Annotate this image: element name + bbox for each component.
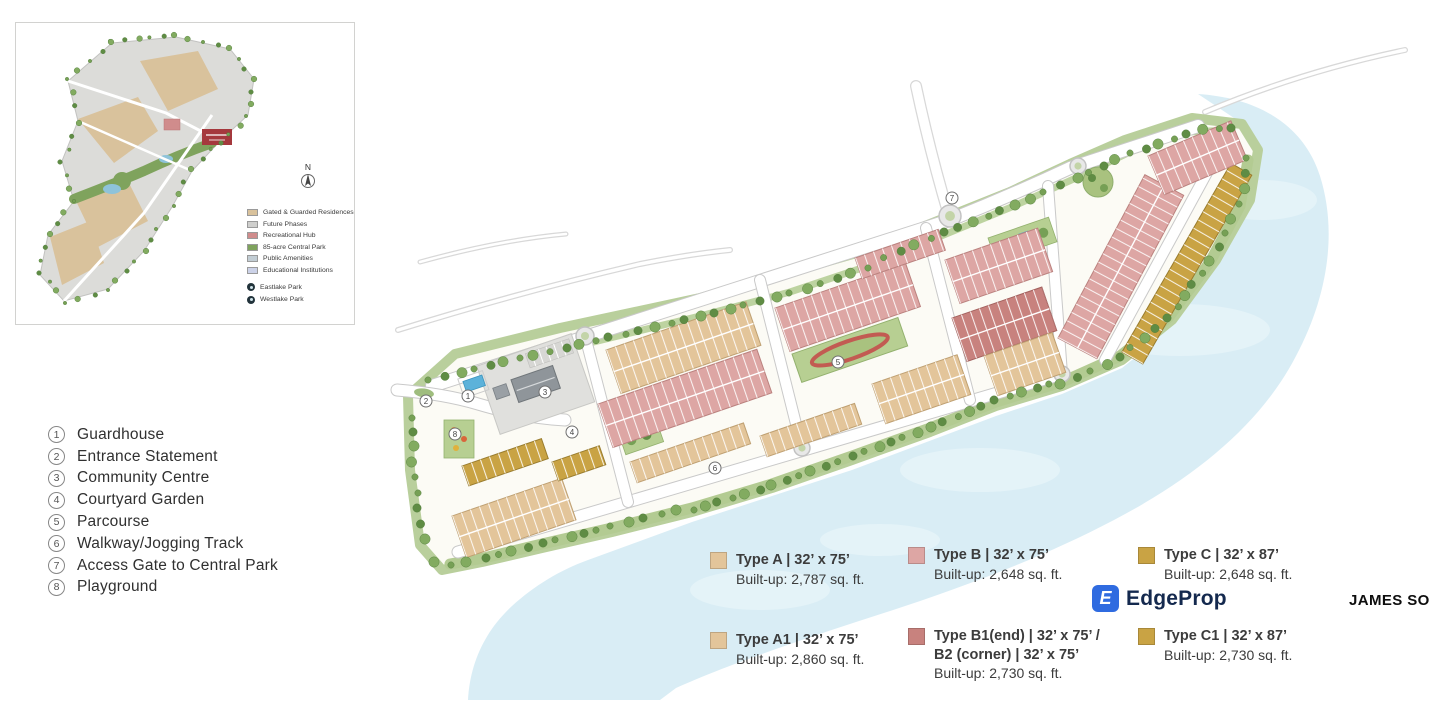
svg-text:6: 6	[713, 464, 718, 473]
type-c-title: Type C | 32’ x 87’	[1164, 547, 1280, 563]
inset-park-item: Westlake Park	[247, 295, 354, 304]
type-a1-swatch	[710, 632, 727, 649]
type-a-title: Type A | 32’ x 75’	[736, 552, 850, 568]
type-c-swatch	[1138, 547, 1155, 564]
inset-legend-label: 85-acre Central Park	[263, 243, 326, 251]
inset-park-label: Westlake Park	[260, 296, 304, 303]
legend-swatch	[247, 255, 258, 262]
legend-item-label: Guardhouse	[77, 425, 165, 443]
legend-item-courtyard-garden: 4 Courtyard Garden	[48, 489, 278, 511]
type-a-swatch	[710, 552, 727, 569]
type-a1-title: Type A1 | 32’ x 75’	[736, 632, 859, 648]
legend-item-parcourse: 5 Parcourse	[48, 511, 278, 533]
inset-legend-item: Educational Institutions	[247, 266, 354, 274]
svg-text:2: 2	[424, 397, 429, 406]
svg-text:4: 4	[570, 428, 575, 437]
legend-item-playground: 8 Playground	[48, 577, 278, 599]
edgeprop-logo-icon: E	[1092, 585, 1119, 612]
unit-type-card-a: Type A | 32’ x 75’ Built-up: 2,787 sq. f…	[710, 551, 864, 588]
inset-legend-label: Educational Institutions	[263, 266, 333, 274]
inset-park-item: Eastlake Park	[247, 283, 354, 291]
legend-item-label: Parcourse	[77, 513, 150, 531]
inset-legend-label: Future Phases	[263, 220, 308, 228]
inset-legend-item: Recreational Hub	[247, 232, 354, 239]
legend-item-entrance-statement: 2 Entrance Statement	[48, 446, 278, 468]
legend-number-badge: 7	[48, 557, 65, 575]
legend-item-guardhouse: 1 Guardhouse	[48, 424, 278, 446]
legend-item-label: Playground	[77, 578, 158, 596]
svg-text:7: 7	[950, 194, 955, 203]
legend-item-community-centre: 3 Community Centre	[48, 468, 278, 490]
inset-legend-label: Recreational Hub	[263, 232, 316, 239]
type-a1-builtup: Built-up: 2,860 sq. ft.	[736, 650, 865, 667]
legend-item-label: Entrance Statement	[77, 447, 218, 465]
compass-north-label: N	[305, 162, 311, 172]
legend-number-badge: 1	[48, 426, 65, 444]
legend-swatch	[247, 243, 258, 251]
inset-legend: Gated & Guarded Residences Future Phases…	[247, 209, 354, 304]
svg-text:8: 8	[453, 430, 458, 439]
svg-text:3: 3	[543, 388, 548, 397]
legend-item-label: Walkway/Jogging Track	[77, 534, 244, 552]
inset-park-items: Eastlake Park Westlake Park	[247, 283, 354, 304]
legend-number-badge: 4	[48, 491, 65, 509]
unit-type-card-a1: Type A1 | 32’ x 75’ Built-up: 2,860 sq. …	[710, 631, 864, 668]
legend-swatch	[247, 266, 258, 274]
masterplan-inset-map: N	[36, 31, 315, 305]
legend-number-badge: 6	[48, 535, 65, 553]
inset-legend-label: Gated & Guarded Residences	[263, 209, 354, 216]
inset-legend-item: Gated & Guarded Residences	[247, 209, 354, 216]
inset-park-label: Eastlake Park	[260, 283, 302, 291]
legend-item-label: Access Gate to Central Park	[77, 556, 278, 574]
unit-type-card-b1-b2: Type B1(end) | 32’ x 75’ /B2 (corner) | …	[908, 627, 1100, 683]
plan-artwork	[390, 47, 1408, 700]
type-b-swatch	[908, 547, 925, 564]
unit-type-card-b: Type B | 32’ x 75’ Built-up: 2,648 sq. f…	[908, 546, 1062, 583]
legend-item-access-gate-central-park: 7 Access Gate to Central Park	[48, 555, 278, 577]
legend-item-walkway-jogging-track: 6 Walkway/Jogging Track	[48, 533, 278, 555]
agent-watermark: JAMES SO	[1349, 592, 1429, 609]
legend-number-badge: 3	[48, 469, 65, 487]
svg-text:5: 5	[836, 358, 841, 367]
type-b-builtup: Built-up: 2,648 sq. ft.	[934, 565, 1063, 582]
westlake-park-icon	[247, 295, 255, 304]
type-b1-swatch	[908, 628, 925, 645]
site-features-legend: 1 Guardhouse 2 Entrance Statement 3 Communi…	[48, 424, 278, 598]
legend-number-badge: 8	[48, 578, 65, 596]
type-c1-title: Type C1 | 32’ x 87’	[1164, 628, 1288, 644]
legend-number-badge: 5	[48, 513, 65, 531]
legend-item-label: Community Centre	[77, 469, 210, 487]
inset-legend-item: Future Phases	[247, 220, 354, 228]
type-b-title: Type B | 32’ x 75’	[934, 547, 1050, 563]
type-c-builtup: Built-up: 2,648 sq. ft.	[1164, 565, 1293, 582]
legend-number-badge: 2	[48, 448, 65, 466]
inset-legend-label: Public Amenities	[263, 255, 313, 262]
type-a-builtup: Built-up: 2,787 sq. ft.	[736, 570, 865, 587]
svg-text:1: 1	[466, 392, 471, 401]
inset-legend-item: 85-acre Central Park	[247, 243, 354, 251]
type-b1-title: Type B1(end) | 32’ x 75’ /B2 (corner) | …	[934, 628, 1100, 663]
type-c1-builtup: Built-up: 2,730 sq. ft.	[1164, 646, 1293, 663]
edgeprop-logo: E EdgeProp	[1092, 585, 1227, 612]
inset-legend-item: Public Amenities	[247, 255, 354, 262]
legend-swatch	[247, 220, 258, 228]
type-c1-swatch	[1138, 628, 1155, 645]
type-b1-builtup: Built-up: 2,730 sq. ft.	[934, 665, 1063, 681]
legend-swatch	[247, 209, 258, 216]
legend-swatch	[247, 232, 258, 239]
masterplan-inset: N Gated & Guarded Residences Future Phas…	[15, 22, 355, 325]
plan-number-markers: 1 2 3 4 5 6 7 8	[419, 191, 959, 475]
unit-type-card-c: Type C | 32’ x 87’ Built-up: 2,648 sq. f…	[1138, 546, 1292, 583]
legend-item-label: Courtyard Garden	[77, 491, 205, 509]
edgeprop-logo-text: EdgeProp	[1126, 586, 1227, 610]
eastlake-park-icon	[247, 283, 255, 291]
unit-type-card-c1: Type C1 | 32’ x 87’ Built-up: 2,730 sq. …	[1138, 627, 1292, 664]
